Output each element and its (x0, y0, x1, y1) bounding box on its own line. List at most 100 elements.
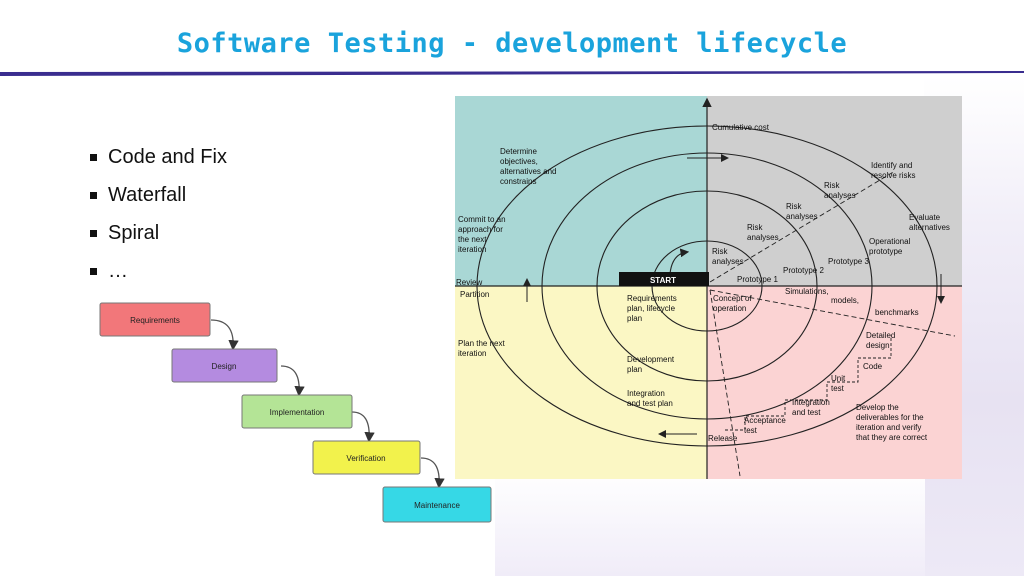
bullet-item: Code and Fix (90, 138, 227, 176)
waterfall-stage-verification: Verification (312, 440, 421, 475)
dashed-line (709, 170, 896, 283)
waterfall-stage-implementation: Implementation (241, 394, 353, 429)
svg-text:analyses: analyses (747, 233, 779, 242)
svg-text:Verification: Verification (346, 454, 385, 463)
svg-text:resolve risks: resolve risks (871, 171, 915, 180)
svg-text:Detailed: Detailed (866, 331, 895, 340)
risk-analyses-label: Risk analyses (712, 247, 744, 266)
svg-text:analyses: analyses (786, 212, 818, 221)
svg-text:analyses: analyses (824, 191, 856, 200)
identify-label: Identify and resolve risks (871, 161, 915, 180)
partition-label: Partition (460, 290, 489, 299)
svg-text:Commit to an: Commit to an (458, 215, 506, 224)
svg-text:approach for: approach for (458, 225, 503, 234)
svg-text:Integration: Integration (792, 398, 830, 407)
waterfall-stage-maintenance: Maintenance (382, 486, 492, 523)
simulations-label: Simulations, (785, 287, 829, 296)
svg-text:operation: operation (713, 304, 746, 313)
quadrant-bottom-left (455, 286, 707, 479)
development-plan-label: Development plan (627, 355, 675, 374)
bullet-square-icon (90, 229, 97, 237)
title-underline (0, 71, 1024, 76)
svg-text:alternatives: alternatives (909, 223, 950, 232)
concept-label: Concept of operation (713, 294, 752, 313)
quadrant-top-left (455, 96, 707, 286)
quadrant-bottom-right (707, 286, 962, 479)
svg-text:test: test (744, 426, 758, 435)
determine-label: Determine objectives, alternatives and c… (500, 147, 556, 186)
risk-analyses-label: Risk analyses (747, 223, 779, 242)
svg-text:Develop the: Develop the (856, 403, 899, 412)
svg-text:objectives,: objectives, (500, 157, 538, 166)
prototype-2-label: Prototype 2 (783, 266, 824, 275)
svg-text:Development: Development (627, 355, 675, 364)
svg-text:Operational: Operational (869, 237, 911, 246)
svg-text:Evaluate: Evaluate (909, 213, 941, 222)
unit-test-label: Unit test (831, 374, 846, 393)
operational-prototype-label: Operational prototype (869, 237, 911, 256)
svg-text:Design: Design (212, 362, 237, 371)
develop-label: Develop the deliverables for the iterati… (856, 403, 928, 442)
svg-text:Identify and: Identify and (871, 161, 912, 170)
release-label: Release (708, 434, 738, 443)
svg-text:and test: and test (792, 408, 821, 417)
phase-steps (725, 336, 892, 431)
commit-label: Commit to an approach for the next itera… (458, 215, 506, 254)
review-label: Review (456, 278, 482, 287)
svg-text:iteration: iteration (458, 245, 486, 254)
requirements-plan-label: Requirements plan, lifecycle plan (627, 294, 677, 323)
svg-text:Determine: Determine (500, 147, 537, 156)
svg-text:design: design (866, 341, 890, 350)
bullet-item: Waterfall (90, 176, 227, 214)
svg-text:Requirements: Requirements (627, 294, 677, 303)
dashed-line (709, 289, 956, 337)
prototype-3-label: Prototype 3 (828, 257, 869, 266)
svg-text:plan, lifecycle: plan, lifecycle (627, 304, 676, 313)
svg-text:Risk: Risk (786, 202, 803, 211)
quadrant-top-right (707, 96, 962, 286)
svg-text:prototype: prototype (869, 247, 903, 256)
waterfall-diagram: Requirements Design Implementation Verif… (99, 302, 492, 523)
svg-text:plan: plan (627, 314, 642, 323)
bullet-item: … (90, 252, 227, 290)
svg-text:test: test (831, 384, 845, 393)
bullet-square-icon (90, 191, 97, 199)
svg-text:that they are correct: that they are correct (856, 433, 928, 442)
svg-text:analyses: analyses (712, 257, 744, 266)
risk-analyses-label: Risk analyses (824, 181, 856, 200)
svg-text:Risk: Risk (824, 181, 841, 190)
start-label: START (650, 276, 676, 285)
bullet-item: Spiral (90, 214, 227, 252)
svg-text:constrains: constrains (500, 177, 536, 186)
benchmarks-label: benchmarks (875, 308, 919, 317)
spiral-model-diagram: START Cumulative cost Determine objectiv… (455, 96, 962, 479)
svg-text:Risk: Risk (712, 247, 729, 256)
svg-text:iteration: iteration (458, 349, 486, 358)
bullet-square-icon (90, 153, 97, 161)
background-decoration-bottom (495, 470, 925, 576)
detailed-design-label: Detailed design (866, 331, 895, 350)
svg-text:Maintenance: Maintenance (414, 501, 460, 510)
start-arrow (669, 248, 690, 275)
risk-analyses-label: Risk analyses (786, 202, 818, 221)
integration-test-label: Integration and test (792, 398, 830, 417)
integration-plan-label: Integration and test plan (627, 389, 673, 408)
models-label: models, (831, 296, 859, 305)
bullet-square-icon (90, 267, 97, 275)
acceptance-test-label: Acceptance test (744, 416, 786, 435)
svg-text:Risk: Risk (747, 223, 764, 232)
evaluate-label: Evaluate alternatives (909, 213, 950, 232)
svg-text:iteration and verify: iteration and verify (856, 423, 921, 432)
slide-title: Software Testing - development lifecycle (176, 28, 848, 59)
waterfall-stage-design: Design (171, 348, 278, 383)
svg-text:plan: plan (627, 365, 642, 374)
svg-text:Integration: Integration (627, 389, 665, 398)
waterfall-stage-requirements: Requirements (99, 302, 211, 337)
svg-text:the next: the next (458, 235, 487, 244)
waterfall-arrow (420, 457, 445, 489)
plan-next-label: Plan the next iteration (458, 339, 505, 358)
svg-text:Requirements: Requirements (130, 316, 180, 325)
waterfall-arrow (210, 319, 239, 351)
svg-text:Unit: Unit (831, 374, 846, 383)
start-box (619, 272, 709, 286)
